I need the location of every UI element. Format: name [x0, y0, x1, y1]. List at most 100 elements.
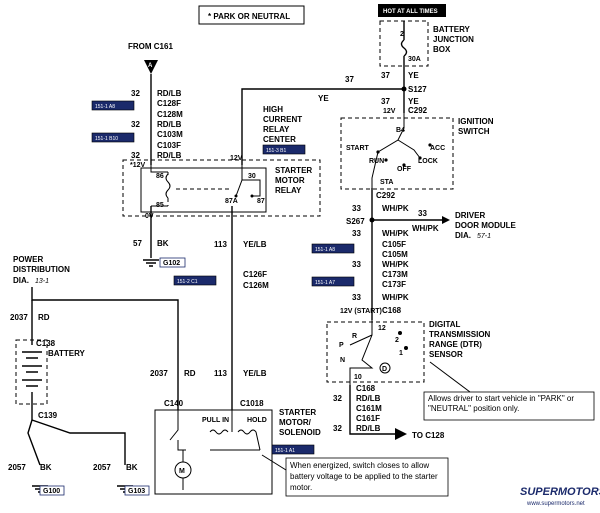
ref-tag-2-text: 151-1 B10: [95, 136, 118, 142]
watermark-url: www.supermotors.net: [526, 501, 585, 507]
w2057-a-circuit: 2057: [8, 463, 26, 472]
ign-b4: B4: [396, 127, 405, 134]
solenoid-label-3: SOLENOID: [279, 428, 321, 437]
ign-start: START: [346, 145, 370, 152]
ref-tag-7-text: 151-1 A1: [275, 448, 295, 454]
w32-lower-b-circuit: 32: [333, 424, 342, 433]
dtr-pin-12: 12: [378, 325, 386, 332]
ref-tag-2: [91, 132, 135, 143]
c138-label: C138: [36, 339, 56, 348]
ref-tag-6-text: 151-1 A7: [315, 280, 335, 286]
w37-right-color: YE: [408, 97, 419, 106]
c103m-label: C103M: [157, 130, 183, 139]
dtr-contacts: [349, 320, 374, 385]
dtr-p: P: [339, 342, 344, 349]
c173f-label: C173F: [382, 280, 406, 289]
w2057-b-circuit: 2057: [93, 463, 111, 472]
w37-top-color: YE: [408, 71, 419, 80]
c126m-label: C126M: [243, 281, 269, 290]
relay-0v: 0V: [145, 213, 154, 220]
starter-relay-outline: [140, 167, 267, 213]
dtr-12v-start: 12V (START): [340, 308, 382, 315]
c128-arrow: [395, 428, 407, 440]
ign-start-leg: [371, 151, 379, 188]
w2037-mid-circuit: 2037: [150, 369, 168, 378]
g103-label: G103: [128, 488, 145, 495]
wire-2057-a: [27, 419, 41, 466]
c161m-label: C161M: [356, 404, 382, 413]
w32c-color: RD/LB: [157, 151, 182, 160]
dtr-pin-10: 10: [354, 374, 362, 381]
relay-center-outline: [122, 159, 321, 217]
ign-acc-node: [428, 143, 432, 147]
w57-color: BK: [157, 239, 169, 248]
dtr-2: 2: [395, 337, 399, 344]
relay-87-contact: [250, 194, 254, 198]
g102-label: G102: [163, 260, 180, 267]
ref-tag-5: [173, 275, 217, 286]
dtr-label-3: RANGE (DTR): [429, 340, 482, 349]
solenoid-windings: [169, 410, 261, 451]
w32c-circuit: 32: [131, 151, 140, 160]
ign-off-node: [402, 163, 406, 167]
c103f-label: C103F: [157, 141, 181, 150]
c128f-label: C128F: [157, 99, 181, 108]
bjb-fuse-symbol: [400, 21, 408, 66]
motor-leads: [182, 449, 260, 490]
dtr-r: R: [352, 333, 357, 340]
wire-32-lower: [349, 385, 395, 435]
dtr-d: D: [382, 366, 387, 373]
bjb-pin-2: 2: [400, 31, 404, 38]
g100-box: [39, 485, 65, 496]
w2057-b-color: BK: [126, 463, 138, 472]
w32a-circuit: 32: [131, 89, 140, 98]
w2037-top-color: RD: [38, 313, 50, 322]
ign-acc: ACC: [430, 145, 445, 152]
hcrc-label-2: CURRENT: [263, 115, 302, 124]
hot-banner: [378, 4, 446, 17]
bjb-label-2: JUNCTION: [433, 35, 474, 44]
dtr-label-2: TRANSMISSION: [429, 330, 491, 339]
g102-box: [159, 257, 186, 268]
connector-a-top: A: [148, 63, 153, 69]
c105m-label: C105M: [382, 250, 408, 259]
dtr-note-pointer: [429, 361, 471, 393]
dtr-d-circle: [379, 362, 391, 374]
bjb-label-1: BATTERY: [433, 25, 471, 34]
relay-pin-87a: 87A: [225, 198, 238, 205]
w37-right-circuit: 37: [381, 97, 390, 106]
dtr-contact-1: [404, 346, 408, 350]
relay-label-2: MOTOR: [275, 176, 305, 185]
ign-run: RUN: [369, 158, 384, 165]
w113-top-circuit: 113: [214, 240, 227, 249]
bjb-label-3: BOX: [433, 45, 451, 54]
ign-lock-node: [418, 156, 422, 160]
connector-a-top-shape: [144, 60, 158, 74]
from-c161-label: FROM C161: [128, 42, 173, 51]
dtr-n: N: [340, 357, 345, 364]
ignition-contacts: [377, 113, 421, 159]
w32b-circuit: 32: [131, 120, 140, 129]
s127-label: S127: [408, 85, 427, 94]
w37-top-circuit: 37: [381, 71, 390, 80]
c292-bottom-label: C292: [376, 191, 396, 200]
dtr-contact-2: [398, 331, 402, 335]
w32b-color: RD/LB: [157, 120, 182, 129]
w113-bottom-circuit: 113: [214, 369, 227, 378]
w32-lower-a-circuit: 32: [333, 394, 342, 403]
hcrc-label-1: HIGH: [263, 105, 283, 114]
ign-sta: STA: [380, 179, 393, 186]
solenoid-note-box: [285, 457, 449, 497]
relay-linkage: [167, 172, 230, 206]
relay-coil: [150, 165, 171, 207]
dtr-note: Allows driver to start vehicle in "PARK"…: [428, 394, 575, 413]
ign-run-node: [384, 158, 388, 162]
pd-ref: 13-1: [35, 278, 49, 285]
solenoid-pull-in: PULL IN: [202, 417, 229, 424]
c292-top-label: C292: [408, 106, 428, 115]
ref-tag-4: [311, 243, 355, 254]
c292-12v-label: 12V: [383, 108, 396, 115]
w113-bottom-color: YE/LB: [243, 369, 267, 378]
ddm-arrow: [442, 216, 450, 224]
